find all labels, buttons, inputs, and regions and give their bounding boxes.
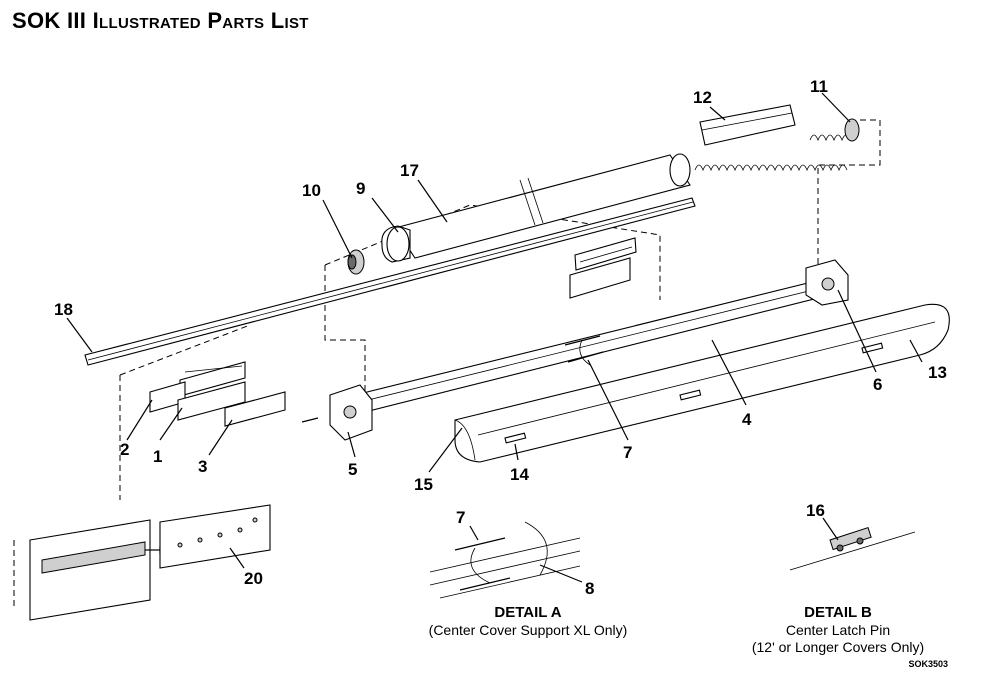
rear-bracket xyxy=(569,237,637,299)
callout-15: 15 xyxy=(414,475,433,494)
part-10-end-cap xyxy=(347,249,365,275)
part-11-spring-assembly xyxy=(694,118,860,172)
callout-3: 3 xyxy=(198,457,207,476)
part-12-channel xyxy=(699,104,796,146)
callout-2: 2 xyxy=(120,440,129,459)
detail-b-callout-16: 16 xyxy=(806,501,825,520)
detail-a-callout-8: 8 xyxy=(585,579,594,598)
leader-lines xyxy=(66,92,923,583)
callout-17: 17 xyxy=(400,161,419,180)
callout-12: 12 xyxy=(693,88,712,107)
callout-4: 4 xyxy=(742,410,752,429)
callout-10: 10 xyxy=(302,181,321,200)
detail-b-subtitle-line2: (12' or Longer Covers Only) xyxy=(752,639,924,655)
callout-7: 7 xyxy=(623,443,632,462)
main-cover-assembly xyxy=(301,259,950,463)
callout-1: 1 xyxy=(153,447,162,466)
callout-5: 5 xyxy=(348,460,357,479)
callout-20: 20 xyxy=(244,569,263,588)
detail-b-drawing xyxy=(789,527,916,571)
callout-18: 18 xyxy=(54,300,73,319)
detail-b-subtitle-line1: Center Latch Pin xyxy=(786,622,890,638)
callout-14: 14 xyxy=(510,465,529,484)
reference-dash-lines xyxy=(13,119,881,610)
detail-b-title: DETAIL B xyxy=(804,604,872,621)
page-title: SOK III Illustrated Parts List xyxy=(12,8,309,33)
detail-a-title: DETAIL A xyxy=(494,604,561,621)
part-17-upper-tube xyxy=(394,153,691,259)
part-9-sleeve xyxy=(381,225,411,263)
part-18-long-rail xyxy=(84,197,696,366)
detail-a-callout-7: 7 xyxy=(456,508,465,527)
callout-9: 9 xyxy=(356,179,365,198)
callout-11: 11 xyxy=(810,77,828,96)
drawing-code: SOK3503 xyxy=(908,659,948,669)
detail-a-drawing xyxy=(429,521,581,599)
callout-6: 6 xyxy=(873,375,882,394)
callout-13: 13 xyxy=(928,363,947,382)
parts-1-2-3-bracket xyxy=(149,361,286,427)
detail-a-subtitle: (Center Cover Support XL Only) xyxy=(429,622,628,638)
part-20-mounting-plates xyxy=(29,504,271,621)
